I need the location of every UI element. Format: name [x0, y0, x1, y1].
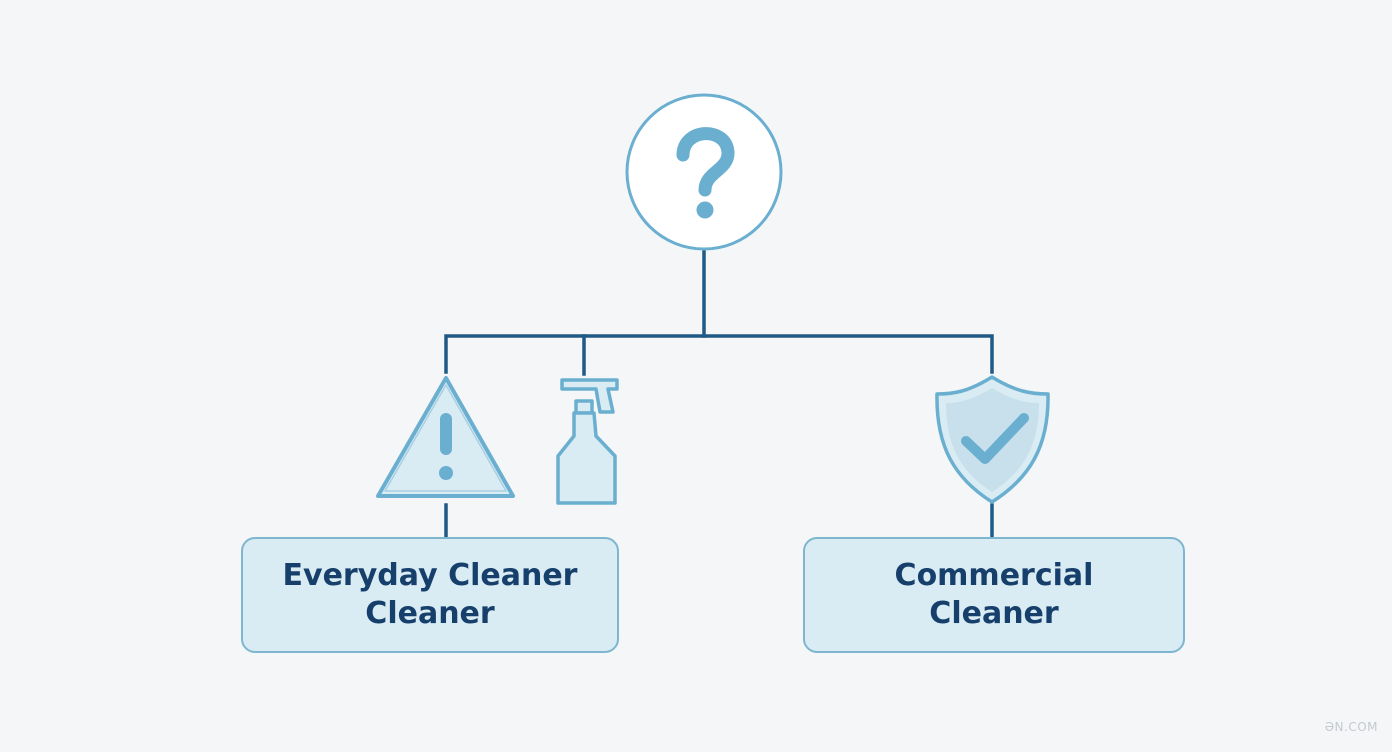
- watermark-text: ƏN.COM: [1324, 720, 1378, 734]
- warning-triangle-icon: [376, 376, 515, 498]
- commercial-cleaner-label: Commercial Cleaner: [895, 557, 1094, 633]
- everyday-cleaner-line1: Everyday Cleaner: [282, 558, 578, 593]
- question-mark-icon: [625, 93, 783, 251]
- everyday-cleaner-label: Everyday Cleaner Cleaner: [283, 557, 578, 633]
- commercial-cleaner-line1: Commercial: [894, 558, 1094, 593]
- branch-bar-line: [444, 334, 994, 374]
- commercial-cleaner-box: Commercial Cleaner: [803, 537, 1185, 653]
- everyday-cleaner-line2: Cleaner: [365, 596, 495, 631]
- everyday-cleaner-box: Everyday Cleaner Cleaner: [241, 537, 619, 653]
- commercial-cleaner-line2: Cleaner: [929, 596, 1059, 631]
- spray-bottle-icon: [556, 378, 619, 505]
- shield-check-icon: [935, 375, 1050, 504]
- connector-lines: [444, 247, 994, 539]
